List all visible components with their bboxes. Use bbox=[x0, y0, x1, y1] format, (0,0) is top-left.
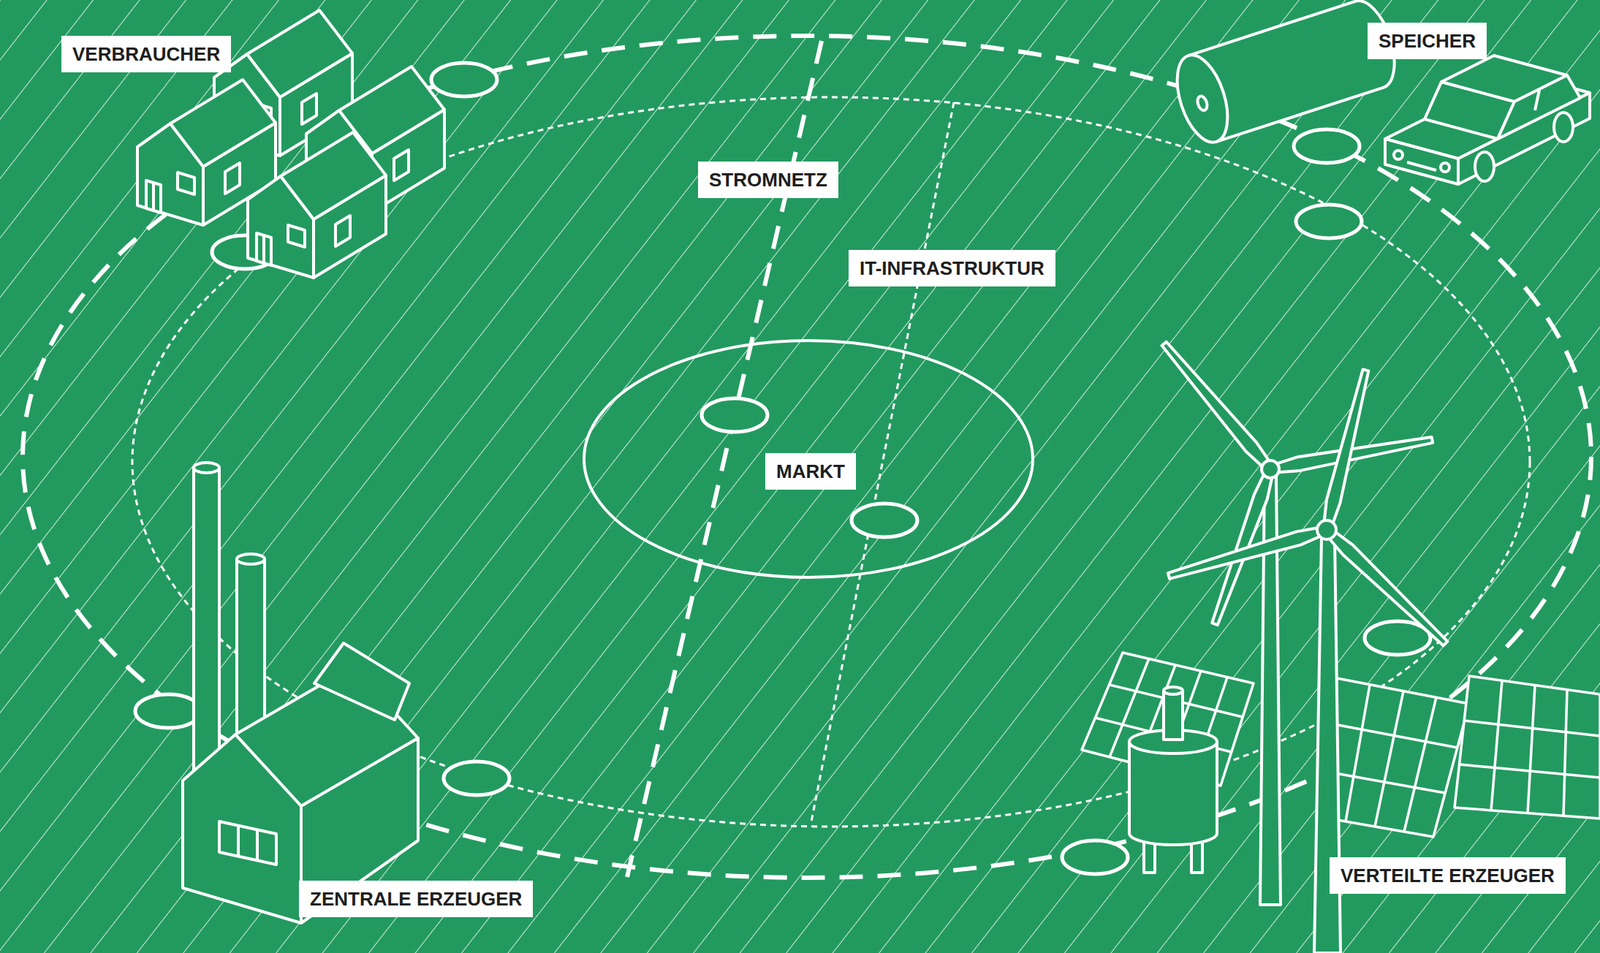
storage-group: SPEICHER bbox=[1176, 14, 1587, 191]
node-label: VERBRAUCHER bbox=[61, 35, 231, 73]
power-plant bbox=[182, 462, 419, 924]
node-label: MARKT bbox=[765, 453, 856, 490]
line-label: STROMNETZ bbox=[698, 161, 839, 199]
connection-rings bbox=[135, 62, 1431, 875]
central-generator-group: ZENTRALE ERZEUGER bbox=[181, 459, 534, 927]
node-label: VERTEILTE ERZEUGER bbox=[1329, 857, 1566, 894]
node-label: SPEICHER bbox=[1367, 22, 1487, 60]
storage bbox=[1167, 0, 1590, 185]
node-label: ZENTRALE ERZEUGER bbox=[298, 880, 533, 918]
market-ellipse: MARKT bbox=[581, 338, 1035, 580]
biogas-unit bbox=[1129, 687, 1217, 873]
ellipse-shape bbox=[584, 340, 1033, 578]
consumer-group: VERBRAUCHER bbox=[61, 10, 442, 267]
line-label: IT-INFRASTRUKTUR bbox=[848, 249, 1056, 287]
power-grid-ring bbox=[22, 35, 1592, 878]
distributed-generator-group: VERTEILTE ERZEUGER bbox=[1081, 336, 1600, 953]
